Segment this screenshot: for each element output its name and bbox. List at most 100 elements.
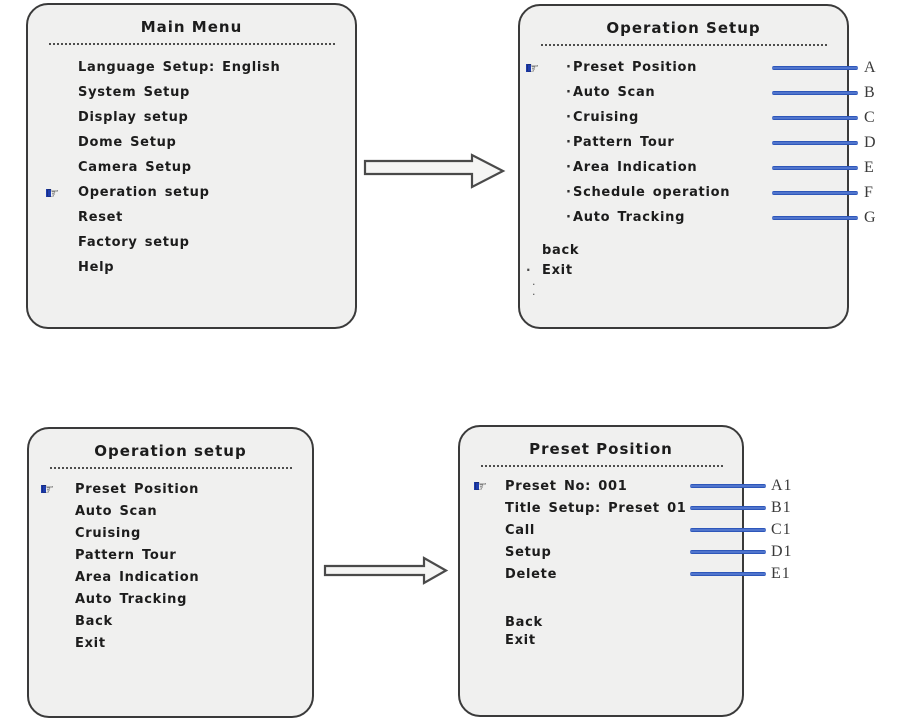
menu-item-label: Preset Position <box>573 60 698 75</box>
menu-item-label: Setup <box>505 544 552 560</box>
menu-item[interactable]: ☞ Back <box>41 610 312 632</box>
menu-item-label: Back <box>75 613 113 629</box>
menu-item[interactable]: ☞ Area Indication <box>41 566 312 588</box>
pointing-hand-icon: ☞ <box>474 477 489 495</box>
menu-item[interactable]: ☞ Dome Setup <box>46 130 355 155</box>
menu-item-label: Schedule operation <box>573 185 731 200</box>
menu-item[interactable]: ☞ Preset Position <box>41 478 312 500</box>
callout-tag: D <box>864 133 877 151</box>
cursor-slot: ☞ <box>474 544 505 560</box>
callout-tag: A1 <box>771 477 793 494</box>
callout-line <box>690 528 766 532</box>
main-menu-panel: Main Menu ☞ Language Setup: English ☞ Sy… <box>26 3 357 329</box>
cursor-slot: ☞ <box>474 478 505 494</box>
cursor-slot: ☞ <box>46 185 78 201</box>
bullet-dot: · <box>566 85 572 100</box>
callout-line <box>772 65 858 70</box>
callout-line <box>690 484 766 488</box>
menu-item[interactable]: ☞ Operation setup <box>46 180 355 205</box>
menu-item[interactable]: ☞ Preset No: 001 A1 <box>474 475 792 497</box>
menu-list: ☞ · Preset Position A ☞ · Auto Scan B ☞ <box>520 55 876 230</box>
cursor-slot: ☞ <box>526 135 566 151</box>
menu-item[interactable]: ☞ · Auto Scan B <box>526 80 875 105</box>
title-separator <box>541 44 828 46</box>
cursor-slot: ☞ <box>46 135 78 151</box>
menu-item[interactable]: ☞ Pattern Tour <box>41 544 312 566</box>
menu-item[interactable]: ☞ Factory setup <box>46 230 355 255</box>
menu-item-label: Display setup <box>78 110 189 125</box>
cursor-slot: ☞ <box>41 481 75 497</box>
callout-tag: C <box>864 108 876 126</box>
menu-item[interactable]: ☞ Auto Tracking <box>41 588 312 610</box>
panel-title: Main Menu <box>140 18 243 36</box>
menu-item[interactable]: · Exit <box>526 260 847 280</box>
menu-item-label: Area Indication <box>573 160 698 175</box>
bullet-dot: · <box>566 135 572 150</box>
preset-position-panel: Preset Position ☞ Preset No: 001 A1 ☞ Ti… <box>458 425 792 717</box>
pointing-hand-icon: ☞ <box>46 183 61 202</box>
menu-item[interactable]: ☞ · Preset Position A <box>526 55 876 80</box>
menu-item[interactable]: ☞ System Setup <box>46 80 355 105</box>
menu-item[interactable]: ☞ Language Setup: English <box>46 55 355 80</box>
callout-line <box>772 190 858 195</box>
callout-tag: E1 <box>771 565 791 582</box>
menu-item-label: back <box>542 242 580 258</box>
bullet-dot: · <box>566 185 572 200</box>
menu-item-label: Auto Scan <box>75 503 158 519</box>
cursor-slot: ☞ <box>46 160 78 176</box>
menu-item[interactable]: ☞ Camera Setup <box>46 155 355 180</box>
cursor-slot: ☞ <box>46 210 78 226</box>
cursor-slot: ☞ <box>41 591 75 607</box>
cursor-slot: ☞ <box>46 235 78 251</box>
menu-item-label: Preset No: 001 <box>505 478 628 494</box>
menu-item[interactable]: ☞ Delete E1 <box>474 563 790 585</box>
cursor-slot: ☞ <box>474 566 505 582</box>
menu-item[interactable]: ☞ Display setup <box>46 105 355 130</box>
panel-title: Operation Setup <box>606 19 761 37</box>
panel-title: Operation setup <box>94 442 247 460</box>
cursor-slot: ☞ <box>526 210 566 226</box>
menu-item[interactable]: ☞ Call C1 <box>474 519 791 541</box>
menu-item[interactable]: ☞ Cruising <box>41 522 312 544</box>
menu-item[interactable]: ☞ Setup D1 <box>474 541 792 563</box>
menu-item-label: Reset <box>78 210 124 225</box>
menu-item[interactable]: ☞ · Auto Tracking G <box>526 205 876 230</box>
menu-list: ☞ Preset Position ☞ Auto Scan ☞ Cruising… <box>29 478 312 654</box>
menu-item[interactable]: · back <box>526 240 847 260</box>
menu-item[interactable]: ☞ Title Setup: Preset 01 B1 <box>474 497 791 519</box>
title-separator <box>50 467 293 469</box>
menu-item-label: Preset Position <box>75 481 200 497</box>
title-separator <box>481 465 723 467</box>
callout-tag: E <box>864 158 875 176</box>
cursor-slot: ☞ <box>526 60 566 76</box>
menu-item[interactable]: ☞ · Area Indication E <box>526 155 874 180</box>
cursor-slot: ☞ <box>526 185 566 201</box>
callout-tag: D1 <box>771 543 793 560</box>
menu-item-label: Exit <box>75 635 106 651</box>
cursor-slot: ☞ <box>46 260 78 276</box>
callout-tag: C1 <box>771 521 792 538</box>
menu-item[interactable]: ☞ Exit <box>41 632 312 654</box>
title-separator <box>49 43 336 45</box>
bullet-dot: · <box>566 110 572 125</box>
menu-item[interactable]: ☞ Help <box>46 255 355 280</box>
callout-line <box>772 165 858 170</box>
menu-item-label: Title Setup: Preset 01 <box>505 500 687 516</box>
cursor-slot: ☞ <box>46 60 78 76</box>
menu-item[interactable]: Back <box>474 613 742 631</box>
menu-item[interactable]: ☞ · Cruising C <box>526 105 875 130</box>
cursor-slot: ☞ <box>474 522 505 538</box>
callout-tag: A <box>864 58 877 76</box>
menu-item[interactable]: ☞ · Schedule operation F <box>526 180 873 205</box>
menu-item[interactable]: ☞ · Pattern Tour D <box>526 130 876 155</box>
empty-row-dot: · <box>532 278 536 291</box>
cursor-slot: ☞ <box>41 613 75 629</box>
empty-row-dots: ·· <box>520 278 847 300</box>
cursor-slot: · <box>526 244 542 256</box>
menu-item[interactable]: Exit <box>474 631 742 649</box>
callout-line <box>690 550 766 554</box>
menu-footer-list: Back Exit <box>460 613 742 649</box>
menu-item[interactable]: ☞ Auto Scan <box>41 500 312 522</box>
menu-item[interactable]: ☞ Reset <box>46 205 355 230</box>
